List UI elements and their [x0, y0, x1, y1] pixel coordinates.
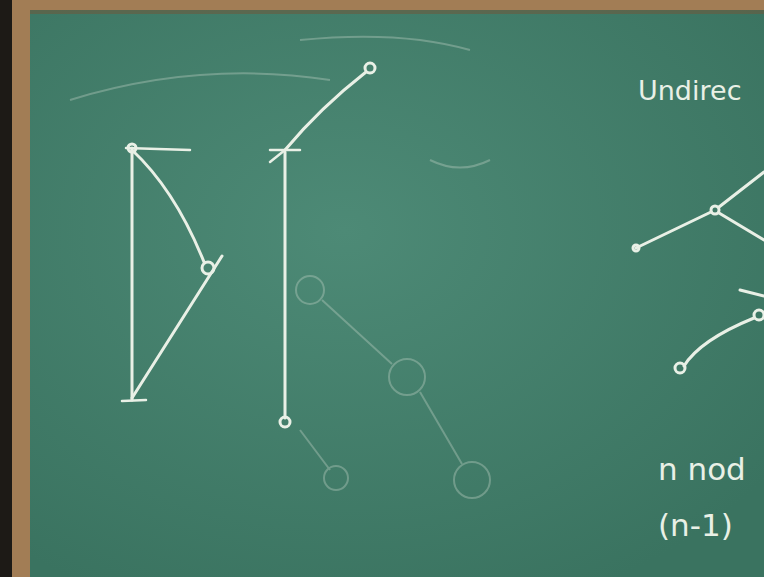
chalk-edge — [132, 150, 204, 262]
chalk-edge — [719, 172, 764, 207]
chalk-edge — [284, 152, 287, 418]
chalk-edge — [285, 72, 366, 150]
chalk-note: n nod — [658, 452, 746, 486]
chalk-edge — [684, 318, 754, 366]
chalk-edge — [719, 213, 764, 240]
erased-vertex — [454, 462, 490, 498]
chalk-edge — [132, 256, 222, 398]
chalk-vertex — [365, 63, 375, 73]
chalk-vertex — [202, 262, 214, 274]
chalk-vertex — [675, 363, 685, 373]
wood-frame-left — [12, 0, 30, 577]
chalk-edge — [740, 290, 764, 296]
chalk-note: (n-1) — [658, 508, 733, 542]
frame-inner-edge — [30, 10, 764, 14]
chalk-edge — [131, 148, 134, 400]
chalk-drawings — [122, 63, 764, 427]
erased-edge — [322, 300, 392, 364]
chalk-vertex — [633, 245, 639, 251]
erased-writing — [300, 37, 470, 50]
erased-edge — [300, 430, 330, 470]
erased-writing — [430, 160, 490, 168]
erased-vertex — [389, 359, 425, 395]
chalk-vertex — [128, 144, 136, 152]
chalk-vertex — [280, 417, 290, 427]
wood-frame-top — [12, 0, 764, 10]
erased-writing — [70, 73, 330, 100]
chalk-edge — [636, 212, 711, 248]
erased-vertex — [324, 466, 348, 490]
board-shadow — [0, 0, 12, 577]
chalk-heading: Undirec — [638, 76, 741, 106]
erased-chalk — [70, 37, 490, 498]
erased-edge — [420, 392, 462, 464]
erased-vertex — [296, 276, 324, 304]
chalk-tick — [122, 400, 146, 401]
chalk-vertex — [754, 310, 764, 320]
chalk-tick — [270, 150, 285, 162]
